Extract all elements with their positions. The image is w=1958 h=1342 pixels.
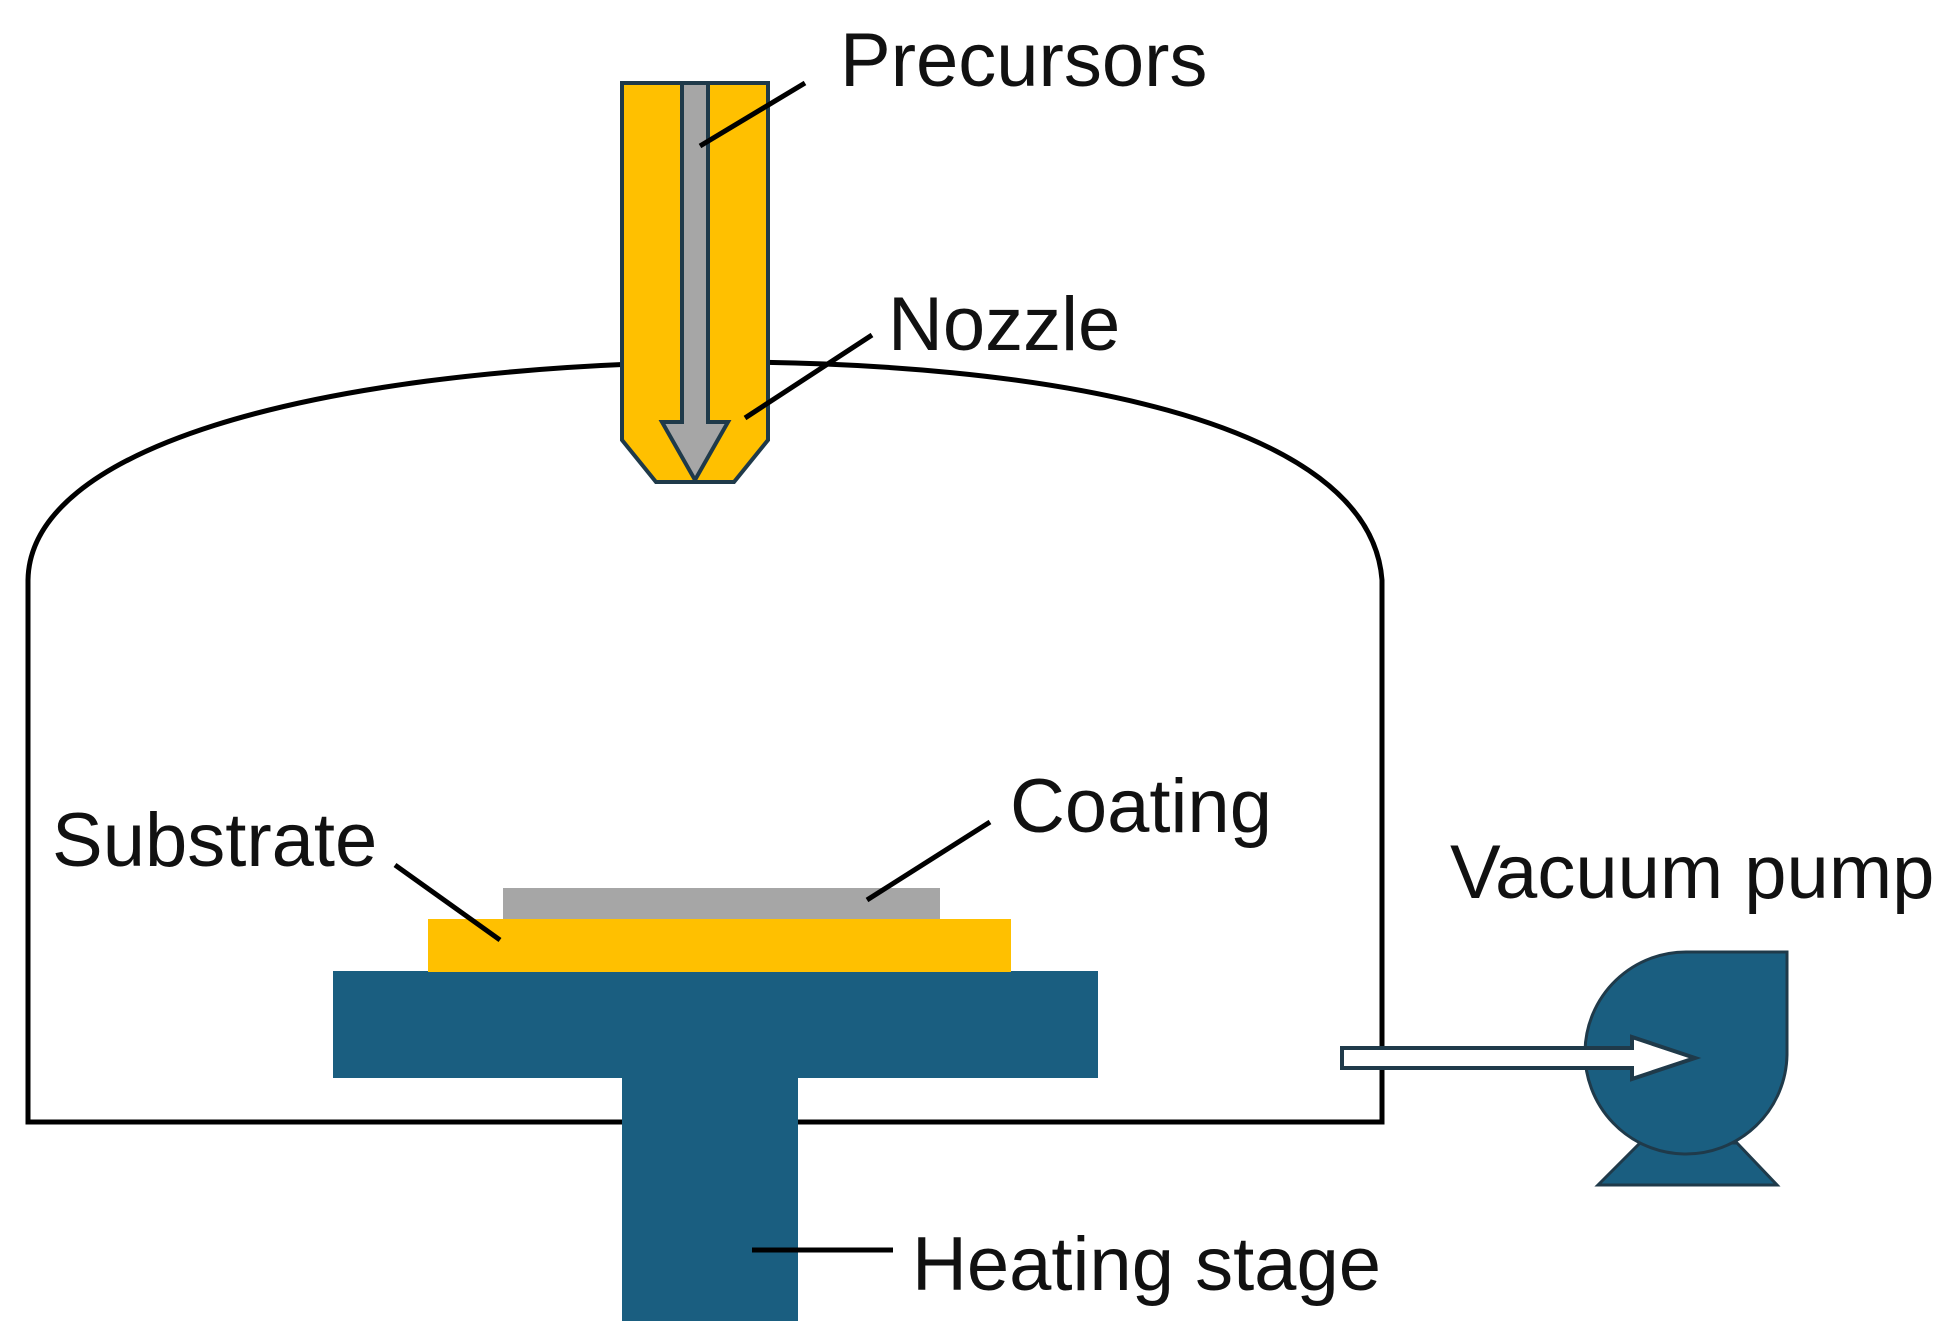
leader-line-precursors — [698, 80, 807, 149]
label-nozzle: Nozzle — [888, 282, 1120, 367]
label-precursors: Precursors — [840, 18, 1207, 103]
heating-stage-stem — [622, 1075, 798, 1321]
exhaust-arrow — [1340, 1034, 1702, 1082]
heating-stage-plate — [333, 971, 1098, 1078]
vacuum-pump-base — [1594, 1141, 1781, 1187]
leader-line-coating — [865, 819, 992, 903]
label-vacuum-pump: Vacuum pump — [1450, 830, 1934, 915]
label-coating: Coating — [1010, 764, 1272, 849]
leader-line-nozzle — [743, 332, 874, 421]
label-substrate: Substrate — [52, 798, 377, 883]
coating — [503, 888, 940, 919]
substrate — [428, 919, 1011, 972]
label-heating-stage: Heating stage — [912, 1222, 1381, 1307]
leader-line-substrate — [393, 862, 502, 943]
